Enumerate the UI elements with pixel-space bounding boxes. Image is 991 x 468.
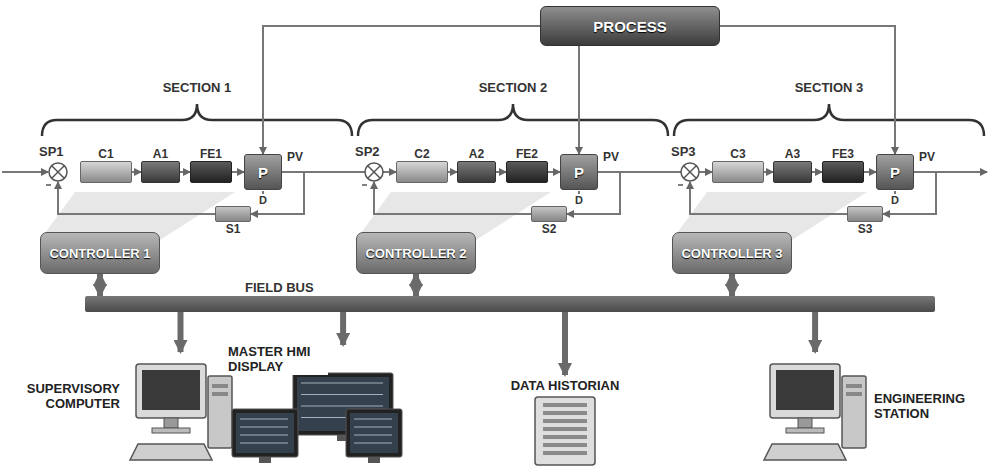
input-arrow — [2, 171, 48, 173]
setpoint-label: SP3 — [670, 144, 697, 159]
node-label: PROCESS — [593, 18, 666, 35]
node-label: CONTROLLER 3 — [681, 246, 782, 261]
section-label: SECTION 1 — [162, 80, 233, 95]
signal-connector — [132, 171, 141, 173]
hmi-display: MASTER HMI DISPLAY — [228, 345, 405, 466]
bus-connector — [178, 312, 184, 352]
bus-connector — [413, 274, 419, 296]
node-label: A2 — [469, 147, 484, 161]
controller-box: CONTROLLER 1 — [40, 232, 160, 274]
junction-cross — [368, 166, 380, 178]
node-label: A1 — [153, 147, 168, 161]
node-label: FE1 — [200, 147, 222, 161]
minus-sign — [46, 184, 51, 186]
process-box: PROCESS — [540, 6, 720, 46]
controller-block: C2 — [396, 161, 448, 183]
signal-connector — [720, 26, 895, 154]
junction-cross — [684, 166, 696, 178]
node-label: S2 — [542, 222, 557, 236]
node-label: C1 — [98, 147, 113, 161]
section-brace — [358, 104, 668, 136]
setpoint-label: SP2 — [354, 144, 381, 159]
signal-connector — [764, 171, 773, 173]
sensor-block: S2 — [531, 206, 567, 222]
feedback-line — [58, 182, 215, 214]
feedback-line — [690, 182, 847, 214]
signal-connector — [496, 171, 506, 173]
node-label: P — [258, 164, 268, 181]
junction-cross — [52, 166, 64, 178]
node-label: A3 — [785, 147, 800, 161]
bus-connector — [562, 312, 568, 375]
disturbance-label: D — [258, 194, 268, 206]
junction-cross — [52, 166, 64, 178]
node-label: P — [890, 164, 900, 181]
node-label: FIELD BUS — [245, 280, 314, 295]
bus-connector — [729, 274, 735, 296]
section-label: SECTION 3 — [794, 80, 865, 95]
final-element-block: FE2 — [506, 161, 548, 183]
plant-block: P — [876, 154, 914, 190]
summing-junction — [49, 163, 67, 181]
node-label: MASTER HMI DISPLAY — [228, 345, 328, 375]
controller-block: C3 — [712, 161, 764, 183]
bus-connector — [340, 312, 346, 345]
node-label: DATA HISTORIAN — [500, 379, 630, 394]
node-label: FE2 — [516, 147, 538, 161]
sensor-block: S1 — [215, 206, 251, 222]
process-variable-label: PV — [602, 150, 620, 164]
node-label: S1 — [226, 222, 241, 236]
controller-block: C1 — [80, 161, 132, 183]
sensor-block: S3 — [847, 206, 883, 222]
disturbance-label: D — [574, 194, 584, 206]
minus-sign — [362, 184, 367, 186]
controller-box: CONTROLLER 3 — [672, 232, 792, 274]
node-label: C3 — [730, 147, 745, 161]
plant-block: P — [560, 154, 598, 190]
signal-connector — [864, 171, 876, 173]
section-brace — [42, 104, 352, 136]
final-element-block: FE1 — [190, 161, 232, 183]
junction-cross — [684, 166, 696, 178]
controller-box: CONTROLLER 2 — [356, 232, 476, 274]
signal-connector — [448, 171, 457, 173]
section-brace — [674, 104, 984, 136]
node-label: FE3 — [832, 147, 854, 161]
signal-connector — [812, 171, 822, 173]
node-label: ENGINEERING STATION — [874, 392, 984, 422]
bus-connector — [97, 274, 103, 296]
engineering-station: ENGINEERING STATION — [760, 352, 985, 466]
setpoint-label: SP1 — [38, 144, 65, 159]
field-bus: FIELD BUS — [85, 296, 935, 312]
feedback-line — [374, 182, 531, 214]
node-label: CONTROLLER 1 — [49, 246, 150, 261]
signal-connector — [578, 46, 580, 154]
plant-block: P — [244, 154, 282, 190]
data-historian: DATA HISTORIAN — [500, 375, 630, 466]
actuator-block: A3 — [773, 161, 812, 183]
signal-connector — [232, 171, 244, 173]
supervisory-computer: SUPERVISORY COMPUTER — [8, 352, 238, 466]
node-label: S3 — [858, 222, 873, 236]
node-label: CONTROLLER 2 — [365, 246, 466, 261]
junction-cross — [368, 166, 380, 178]
node-label: P — [574, 164, 584, 181]
signal-connector — [180, 171, 190, 173]
section-label: SECTION 2 — [478, 80, 549, 95]
minus-sign — [678, 184, 683, 186]
process-variable-label: PV — [286, 150, 304, 164]
node-label: C2 — [414, 147, 429, 161]
summing-junction — [365, 163, 383, 181]
process-variable-label: PV — [918, 150, 936, 164]
actuator-block: A2 — [457, 161, 496, 183]
final-element-block: FE3 — [822, 161, 864, 183]
disturbance-label: D — [890, 194, 900, 206]
node-label: SUPERVISORY COMPUTER — [8, 382, 120, 412]
bus-connector — [812, 312, 818, 352]
summing-junction — [681, 163, 699, 181]
actuator-block: A1 — [141, 161, 180, 183]
signal-connector — [548, 171, 560, 173]
